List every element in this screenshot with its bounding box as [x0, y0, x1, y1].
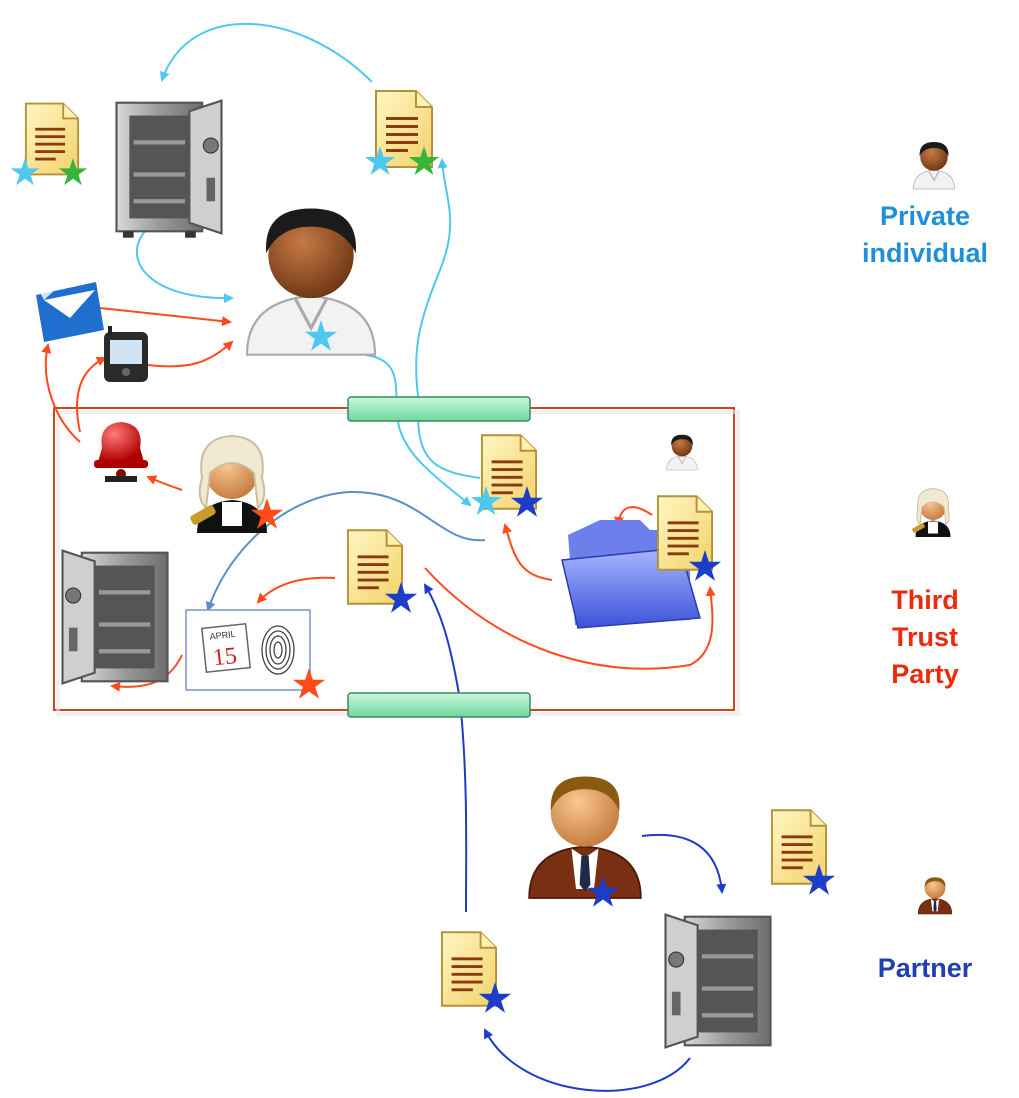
arrow-folder-to-doc — [502, 523, 553, 581]
arrow-doc-to-evidence — [256, 576, 336, 604]
arrow-ttp-to-doc — [415, 158, 452, 411]
fingerprint-icon — [261, 625, 295, 675]
evidence-card: APRIL 15 — [185, 609, 326, 699]
document-icon — [770, 809, 836, 895]
arrow-doc-to-safe — [159, 23, 373, 83]
legend-private-individual-label: Private individual — [861, 201, 988, 268]
email-icon — [36, 282, 104, 342]
arrow-judge-to-bell — [146, 475, 183, 491]
legend-private-individual-icon — [912, 141, 956, 190]
arrow-safe-to-doc — [484, 1028, 691, 1092]
gateway-bar-bottom — [347, 692, 531, 718]
arrow-ttp-to-evidence — [205, 490, 486, 612]
calendar-day: 15 — [212, 643, 239, 671]
safe-icon — [61, 549, 169, 685]
legend-partner-label: Partner — [877, 953, 973, 983]
flow-arrows — [41, 23, 727, 1092]
safe-icon — [664, 913, 772, 1049]
document-icon — [364, 89, 440, 175]
alarm-bell-icon — [94, 422, 148, 482]
legend-partner-icon — [917, 877, 953, 915]
arrow-doc-to-partner-folder — [424, 567, 716, 670]
arrow-partner-to-safe — [641, 834, 727, 894]
arrow-bell-to-phone — [76, 356, 107, 433]
arrow-safe-to-person — [135, 229, 234, 304]
document-icon — [10, 102, 88, 186]
arrow-bell-to-email — [41, 343, 81, 443]
arrow-phone-to-person — [147, 340, 234, 368]
legend-third-trust-party-label: Third Trust Party — [891, 585, 959, 689]
calendar-month: APRIL — [209, 629, 236, 642]
partner-avatar — [528, 775, 642, 907]
document-icon — [470, 434, 544, 517]
arrow-person-to-ttp — [364, 354, 472, 507]
arrow-email-to-person — [99, 307, 232, 327]
pda-phone-icon — [104, 326, 148, 382]
document-icon — [440, 931, 512, 1013]
calendar-icon: APRIL 15 — [200, 622, 252, 674]
safe-icon — [115, 99, 223, 239]
private-individual-avatar — [245, 206, 377, 357]
legend-judge-icon — [911, 487, 952, 538]
gateway-bar-top — [347, 396, 531, 422]
